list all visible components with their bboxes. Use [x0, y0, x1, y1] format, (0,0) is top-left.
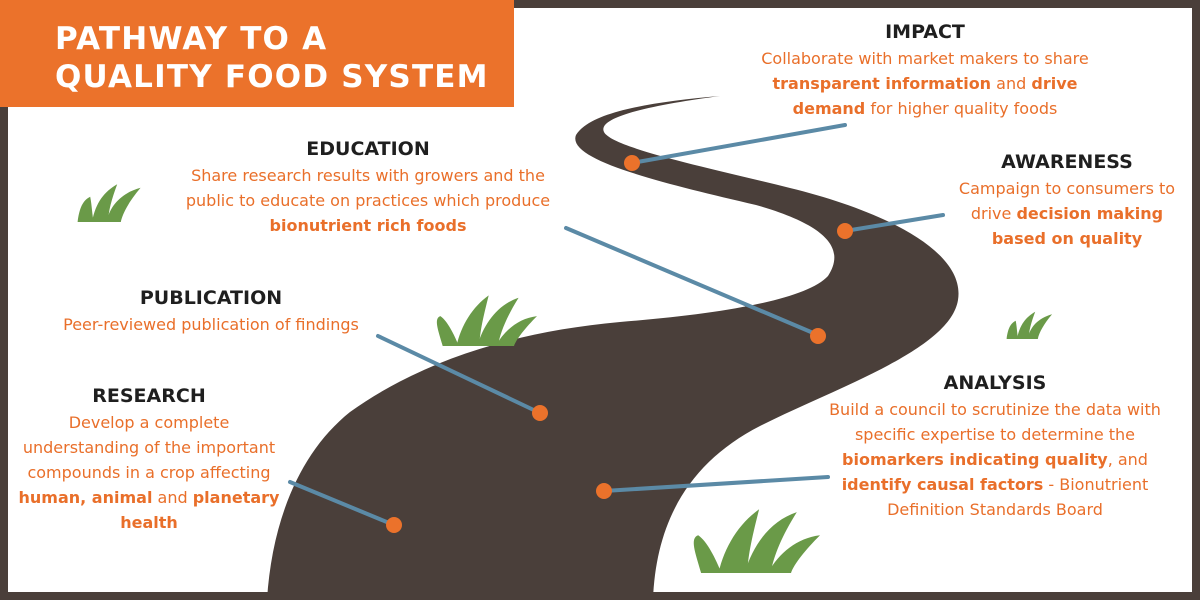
awareness-desc-bold: decision making based on quality [991, 204, 1164, 248]
awareness-desc-text: Campaign to consumers to drive [958, 179, 1176, 223]
grass-tuft-bottom [693, 509, 820, 573]
impact-desc-text: for higher quality foods [865, 99, 1058, 118]
analysis-heading: ANALYSIS [943, 372, 1047, 394]
awareness-marker [837, 223, 853, 239]
title-banner: PATHWAY TO A QUALITY FOOD SYSTEM [0, 0, 514, 107]
impact-heading: IMPACT [885, 21, 965, 43]
awareness-step: AWARENESS Campaign to consumers to drive… [948, 150, 1186, 251]
grass-tuft-center [436, 295, 537, 346]
research-description: Develop a complete understanding of the … [10, 410, 288, 535]
awareness-heading: AWARENESS [1001, 151, 1133, 173]
research-desc-text: Develop a complete understanding of the … [22, 413, 276, 482]
awareness-description: Campaign to consumers to drive decision … [948, 176, 1186, 251]
page-title: PATHWAY TO A QUALITY FOOD SYSTEM [55, 20, 505, 96]
education-description: Share research results with growers and … [182, 163, 554, 238]
research-connector [288, 480, 396, 527]
analysis-description: Build a council to scrutinize the data w… [826, 397, 1164, 522]
publication-description: Peer-reviewed publication of findings [63, 315, 359, 334]
impact-desc-text: Collaborate with market makers to share [761, 49, 1089, 68]
education-desc-bold: bionutrient rich foods [269, 216, 467, 235]
winding-road [267, 96, 959, 600]
research-desc-bold: planetary health [120, 488, 280, 532]
research-marker [386, 517, 402, 533]
education-desc-text: Share research results with growers and … [185, 166, 551, 210]
analysis-marker [596, 483, 612, 499]
publication-connector [376, 334, 542, 415]
research-step: RESEARCH Develop a complete understandin… [10, 384, 288, 535]
impact-marker [624, 155, 640, 171]
impact-connector [630, 123, 847, 165]
analysis-desc-text: , and [1107, 450, 1148, 469]
grass-tuft-right [1006, 311, 1053, 339]
analysis-desc-text: - Bionutrient Definition Standards Board [887, 475, 1149, 519]
title-line-2: QUALITY FOOD SYSTEM [55, 59, 489, 95]
impact-description: Collaborate with market makers to share … [740, 46, 1110, 121]
education-marker [810, 328, 826, 344]
awareness-connector [843, 213, 945, 233]
publication-marker [532, 405, 548, 421]
analysis-desc-bold: identify causal factors [841, 475, 1044, 494]
education-heading: EDUCATION [306, 138, 430, 160]
analysis-connector [602, 475, 830, 493]
analysis-step: ANALYSIS Build a council to scrutinize t… [826, 371, 1164, 522]
title-line-1: PATHWAY TO A [55, 21, 328, 57]
publication-heading: PUBLICATION [139, 287, 283, 309]
impact-desc-text: and [991, 74, 1032, 93]
education-connector [564, 226, 820, 337]
education-step: EDUCATION Share research results with gr… [182, 137, 554, 238]
impact-desc-bold: transparent information [772, 74, 992, 93]
research-desc-text: and [152, 488, 193, 507]
impact-step: IMPACT Collaborate with market makers to… [740, 20, 1110, 121]
analysis-desc-bold: biomarkers indicating quality [842, 450, 1108, 469]
impact-desc-bold: drive demand [792, 74, 1078, 118]
grass-tuft-left [77, 184, 141, 222]
research-heading: RESEARCH [92, 385, 206, 407]
publication-step: PUBLICATION Peer-reviewed publication of… [40, 286, 382, 337]
analysis-desc-text: Build a council to scrutinize the data w… [829, 400, 1161, 444]
research-desc-bold: human, animal [18, 488, 153, 507]
